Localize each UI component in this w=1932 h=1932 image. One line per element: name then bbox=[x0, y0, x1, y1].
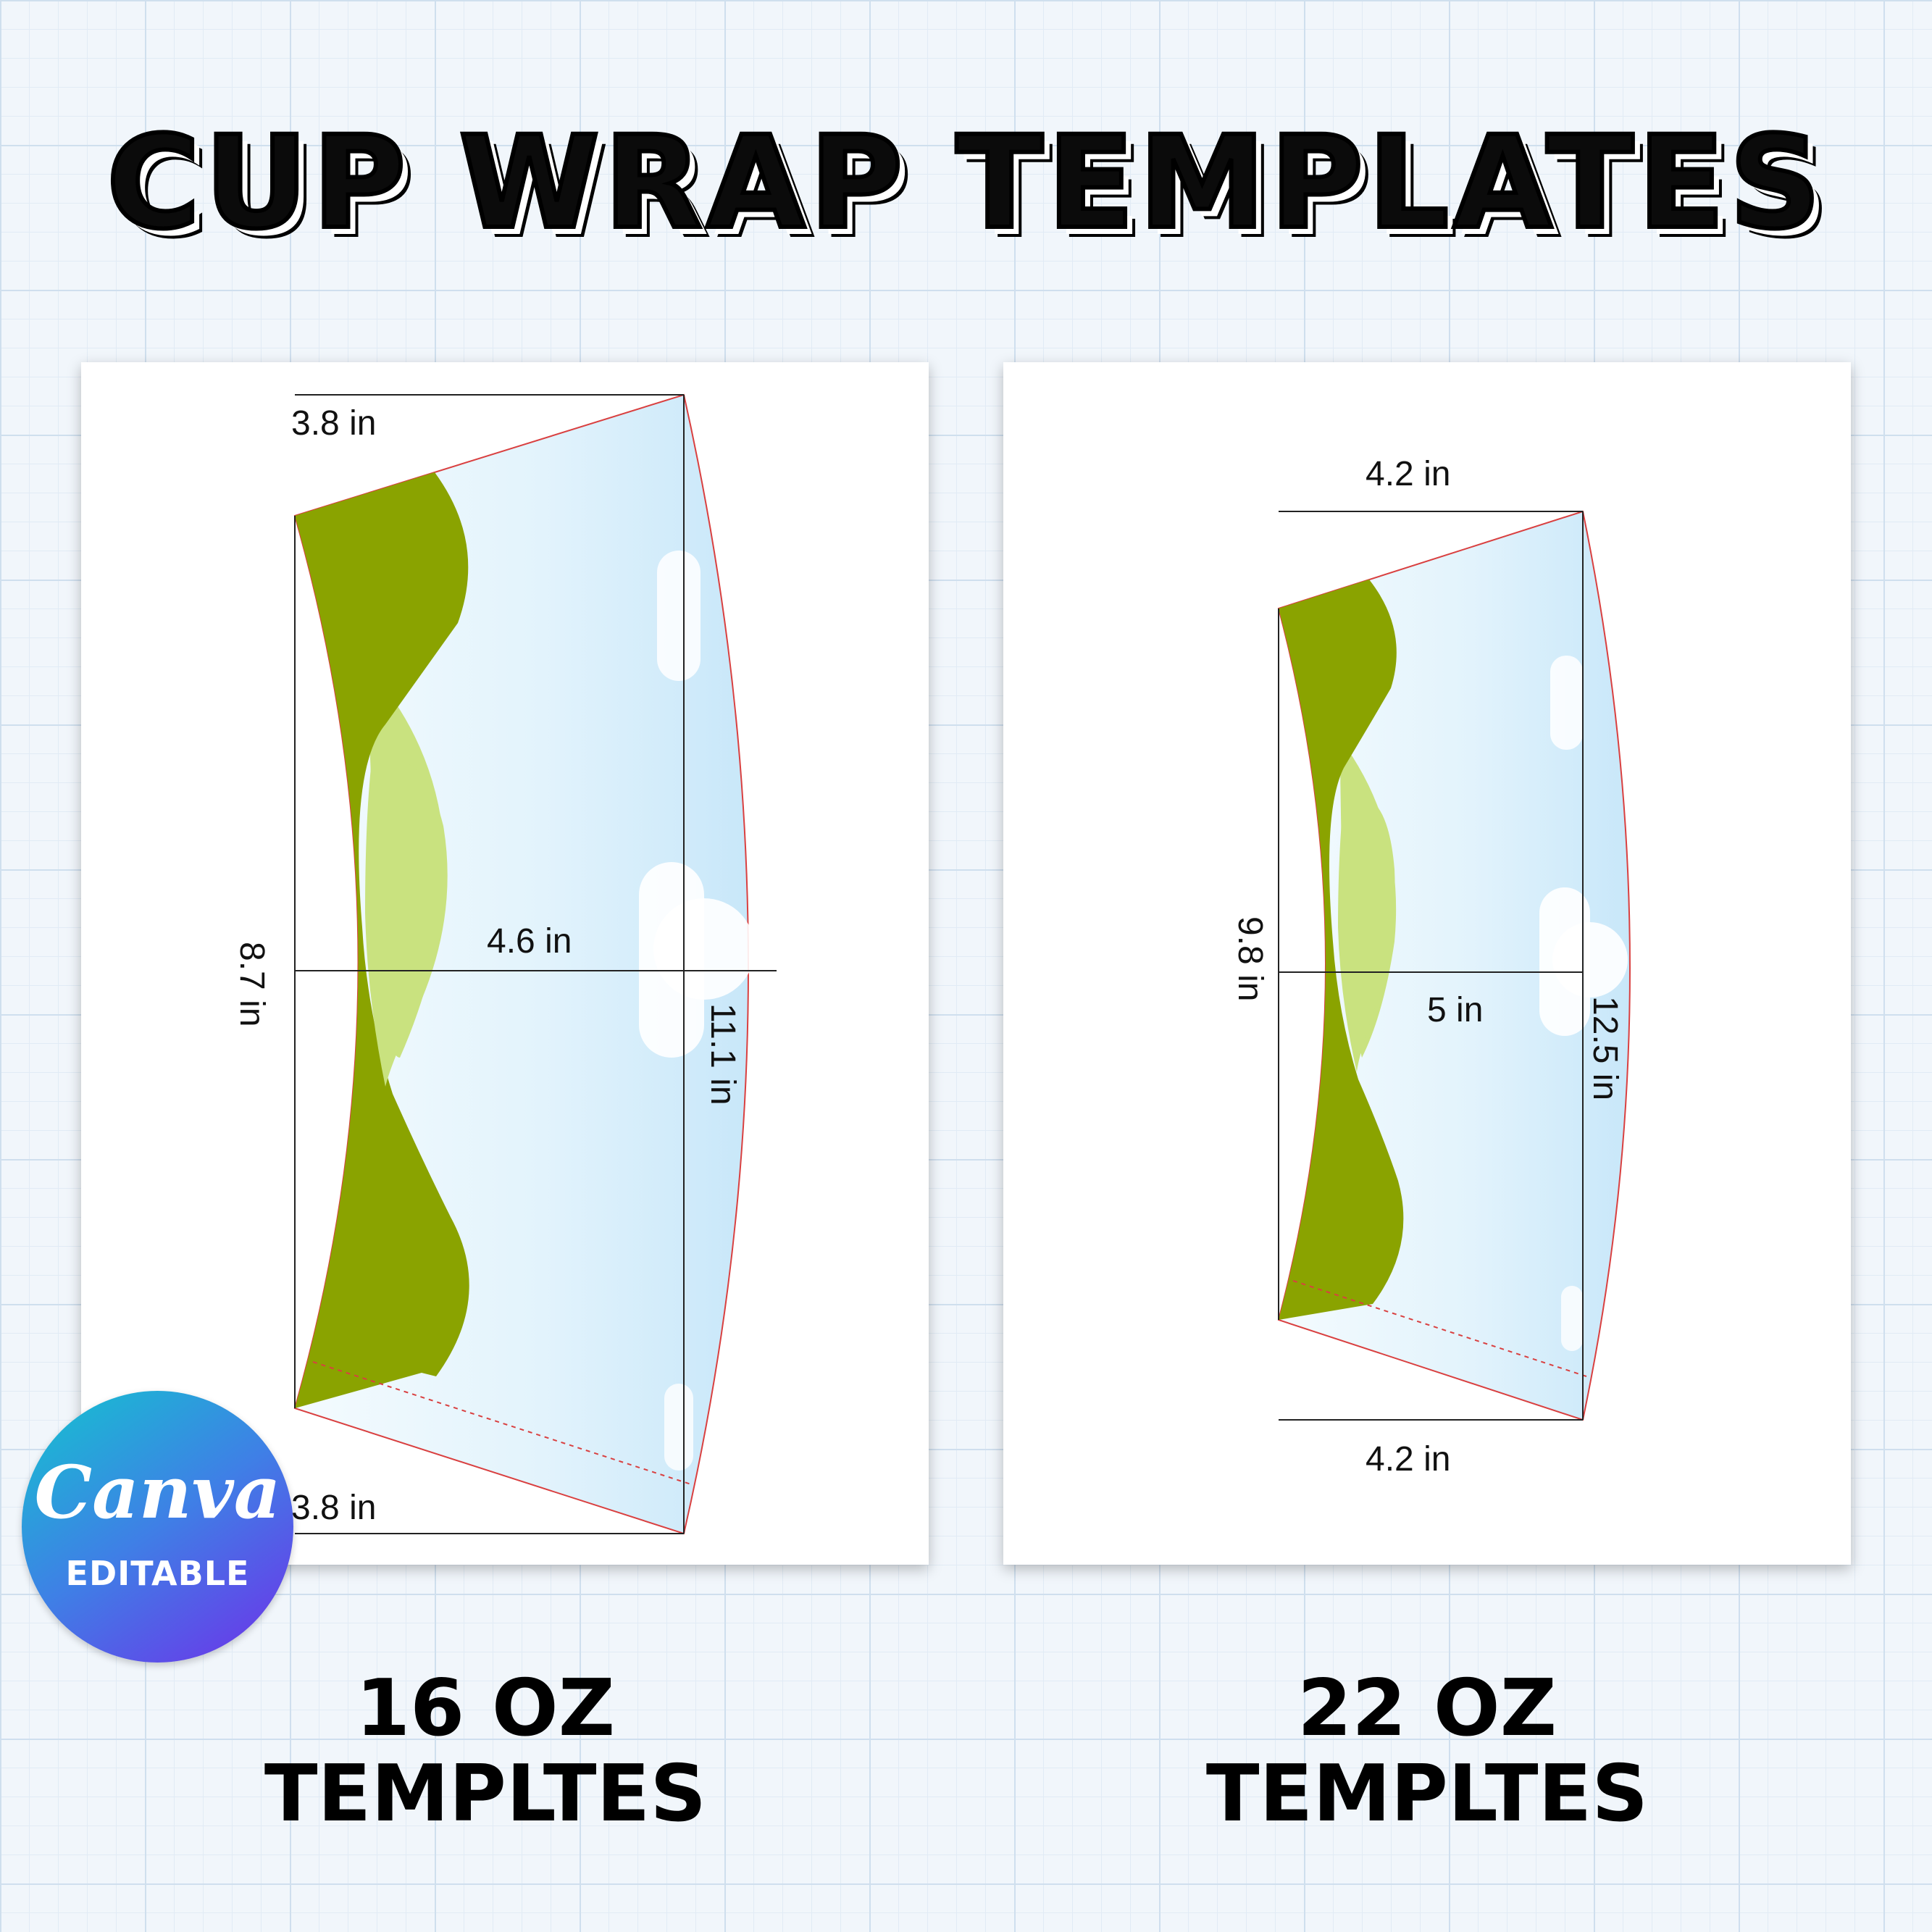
page-title: CUP WRAP TEMPLATES bbox=[104, 106, 1826, 259]
canva-logo-text: Canva bbox=[34, 1450, 281, 1535]
cup-wrap-diagram-22oz: 4.2 in 4.2 in 5 in 9.8 in 12.5 in bbox=[1231, 455, 1631, 1479]
dim-mid-width: 5 in bbox=[1427, 991, 1483, 1029]
cup-wrap-diagram-16oz: 3.8 in 3.8 in 4.6 in 8.7 in 11.1 in bbox=[233, 393, 777, 1535]
cloud-shape bbox=[664, 1384, 693, 1471]
dark-hill-shape bbox=[295, 472, 469, 1408]
hill-gap-shape bbox=[365, 761, 448, 1087]
editable-label: EDITABLE bbox=[65, 1554, 250, 1593]
cloud-shape bbox=[657, 551, 701, 681]
dim-top-width: 3.8 in bbox=[291, 404, 376, 443]
dim-bottom-width: 4.2 in bbox=[1366, 1440, 1450, 1479]
size-value: 22 OZ bbox=[1297, 1663, 1557, 1754]
template-panel-22oz: 4.2 in 4.2 in 5 in 9.8 in 12.5 in bbox=[1003, 362, 1851, 1565]
size-label-16oz: 16 OZ TEMPLTES bbox=[123, 1666, 848, 1837]
dim-right-height: 11.1 in bbox=[703, 1003, 742, 1105]
dim-left-height: 8.7 in bbox=[233, 942, 271, 1026]
cloud-shape bbox=[1550, 656, 1583, 750]
cloud-shape bbox=[1552, 922, 1628, 998]
cloud-shape bbox=[653, 898, 755, 1000]
dim-bottom-width: 3.8 in bbox=[291, 1489, 376, 1527]
canva-editable-badge: Canva EDITABLE bbox=[22, 1391, 293, 1663]
template-panel-16oz: 3.8 in 3.8 in 4.6 in 8.7 in 11.1 in bbox=[81, 362, 929, 1565]
fold-line bbox=[312, 1361, 694, 1486]
size-value: 16 OZ bbox=[355, 1663, 615, 1754]
cloud-shape bbox=[1561, 1286, 1583, 1351]
dim-top-width: 4.2 in bbox=[1366, 455, 1450, 493]
dim-right-height: 12.5 in bbox=[1586, 996, 1624, 1100]
size-caption: TEMPLTES bbox=[1205, 1749, 1649, 1839]
size-caption: TEMPLTES bbox=[264, 1749, 707, 1839]
size-label-22oz: 22 OZ TEMPLTES bbox=[1065, 1666, 1789, 1837]
dim-left-height: 9.8 in bbox=[1231, 916, 1269, 1001]
dim-mid-width: 4.6 in bbox=[487, 922, 572, 961]
dark-hill-shape bbox=[1279, 580, 1404, 1320]
hill-gap-shape bbox=[1338, 795, 1395, 1072]
